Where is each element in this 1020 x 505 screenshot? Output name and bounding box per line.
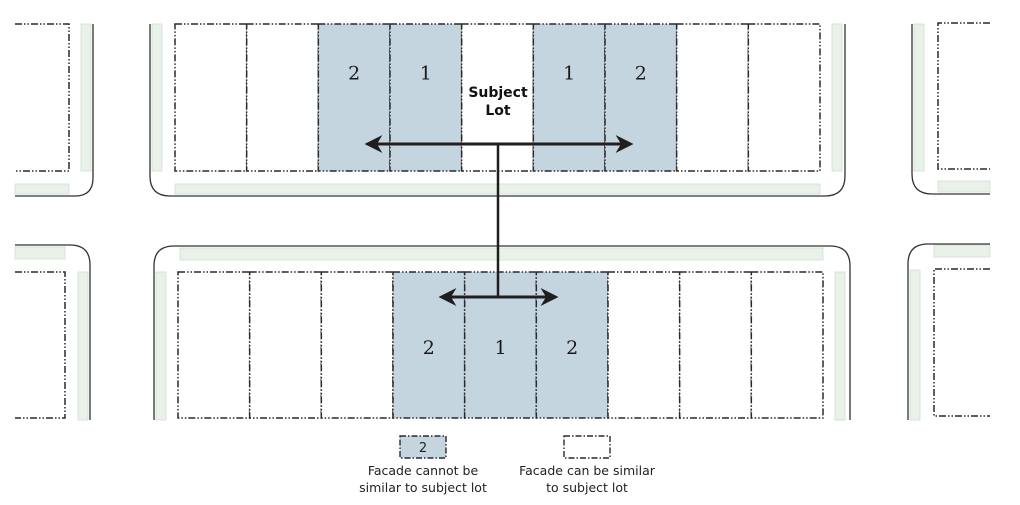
legend-open-line1: Facade can be similar <box>519 463 656 478</box>
block-top-right <box>911 22 991 195</box>
legend-restricted-line1: Facade cannot be <box>368 463 479 478</box>
lot <box>320 271 394 419</box>
block-top-left <box>14 23 94 197</box>
lot-rank-label: 2 <box>423 337 435 359</box>
lot-restricted <box>604 23 678 172</box>
subject-lot-label-line1: Subject <box>468 85 528 101</box>
block-bottom-main <box>153 245 851 421</box>
lot-rank-label: 2 <box>635 63 647 85</box>
lot-rank-label: 2 <box>348 63 360 85</box>
legend-open-line2: to subject lot <box>546 480 628 495</box>
lot <box>678 271 753 419</box>
lot-restricted <box>389 23 463 172</box>
legend-restricted-line2: similar to subject lot <box>359 480 487 495</box>
legend-swatch-open <box>563 435 611 459</box>
lot <box>177 271 251 419</box>
legend-item-open: Facade can be similar to subject lot <box>519 435 656 495</box>
block-bottom-left <box>14 244 91 421</box>
lot-rank-label: 2 <box>566 337 578 359</box>
lot-rank-label: 1 <box>494 337 506 359</box>
lot-restricted <box>317 23 391 172</box>
legend-swatch-label: 2 <box>419 441 427 456</box>
legend-swatch-restricted <box>399 435 447 459</box>
lot <box>675 23 750 172</box>
lot <box>750 271 824 419</box>
lot <box>248 271 323 419</box>
lot <box>174 23 248 172</box>
block-bottom-right <box>907 243 991 421</box>
lot-rank-label: 1 <box>563 63 575 85</box>
subject-lot-label-line2: Lot <box>485 103 511 119</box>
arrows <box>364 135 634 306</box>
lot-restricted <box>532 23 606 172</box>
legend: 2 Facade cannot be similar to subject lo… <box>359 435 656 495</box>
bottom-block-lots: 2 1 2 <box>177 271 824 419</box>
lot-rank-label: 1 <box>420 63 432 85</box>
legend-item-restricted: 2 Facade cannot be similar to subject lo… <box>359 435 487 495</box>
lot <box>747 23 821 172</box>
lot <box>245 23 320 172</box>
lot <box>607 271 681 419</box>
